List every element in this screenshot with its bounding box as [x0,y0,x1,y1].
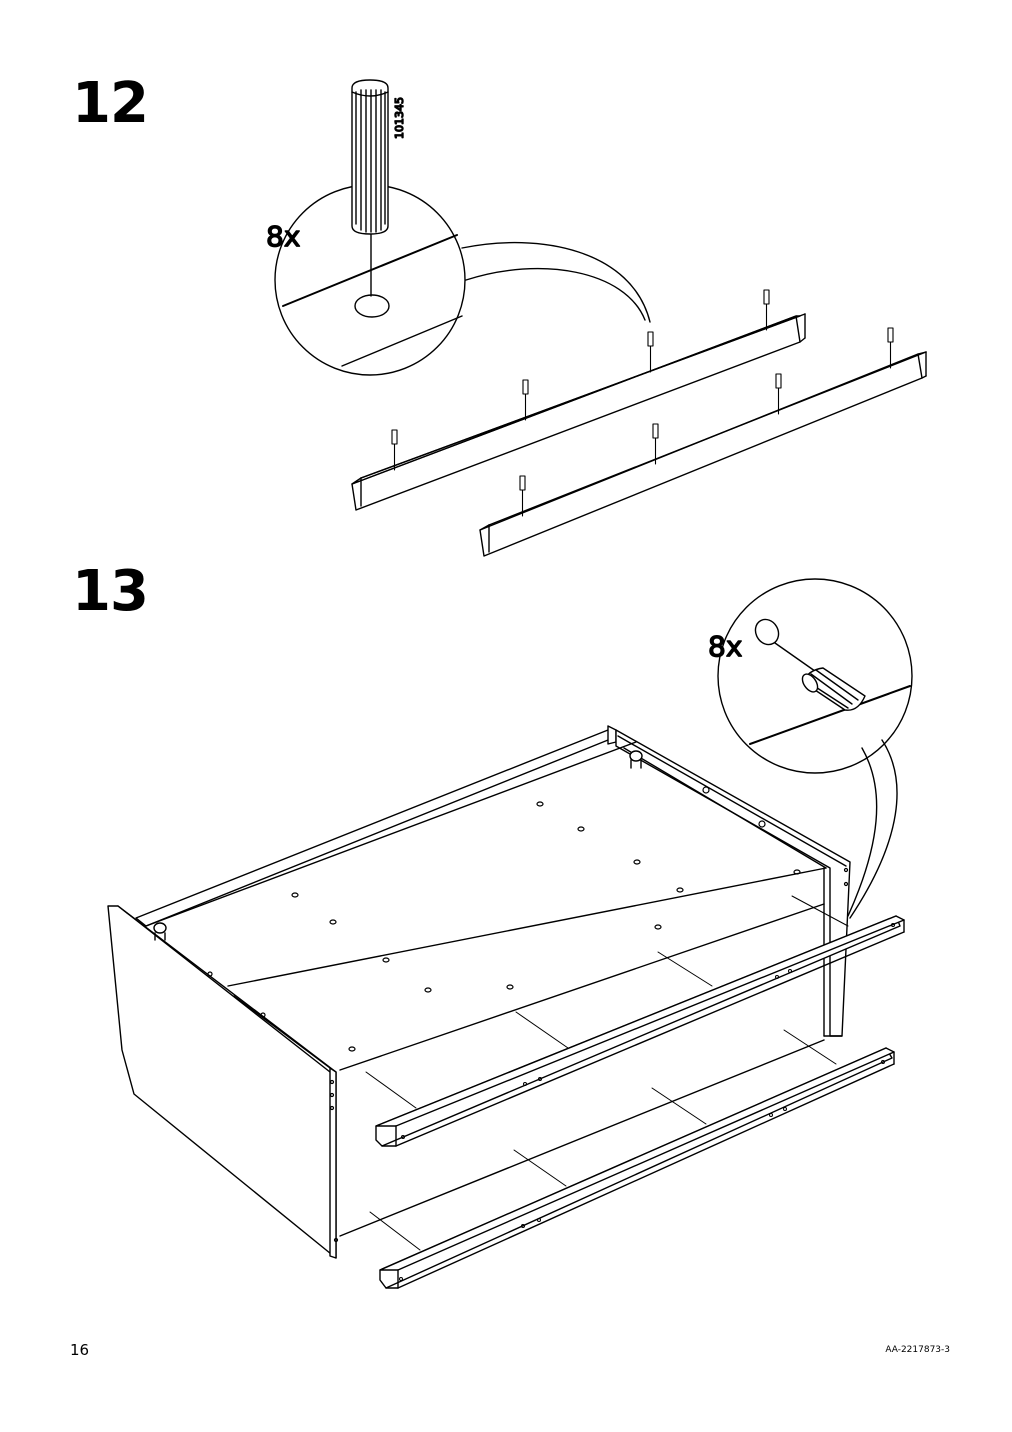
alignment-lines [365,895,849,1251]
step-13-illustration: 8x [107,578,913,1289]
step-12-quantity: 8x [266,220,300,253]
step-12-illustration: 101345 8x [265,79,927,557]
part-number-label: 101345 [393,97,406,139]
page-number: 16 [70,1341,90,1359]
wooden-dowel-icon [351,79,389,235]
detail-callout-icon [717,578,913,919]
rail-holes [399,923,895,1281]
cabinet-frame [107,725,851,1259]
rail-1 [351,313,806,511]
front-rail-lower [379,1047,895,1289]
detail-callout-icon [274,184,651,376]
step-13-number: 13 [72,559,149,624]
front-rail-upper [375,915,905,1147]
step-12-number: 12 [72,71,149,136]
rail-dowels [391,289,894,517]
document-code: AA-2217873-3 [885,1345,950,1355]
cam-lock-fittings [153,750,643,941]
rail-2 [479,351,927,557]
base-holes [207,786,849,1243]
step-13-quantity: 8x [708,630,742,663]
